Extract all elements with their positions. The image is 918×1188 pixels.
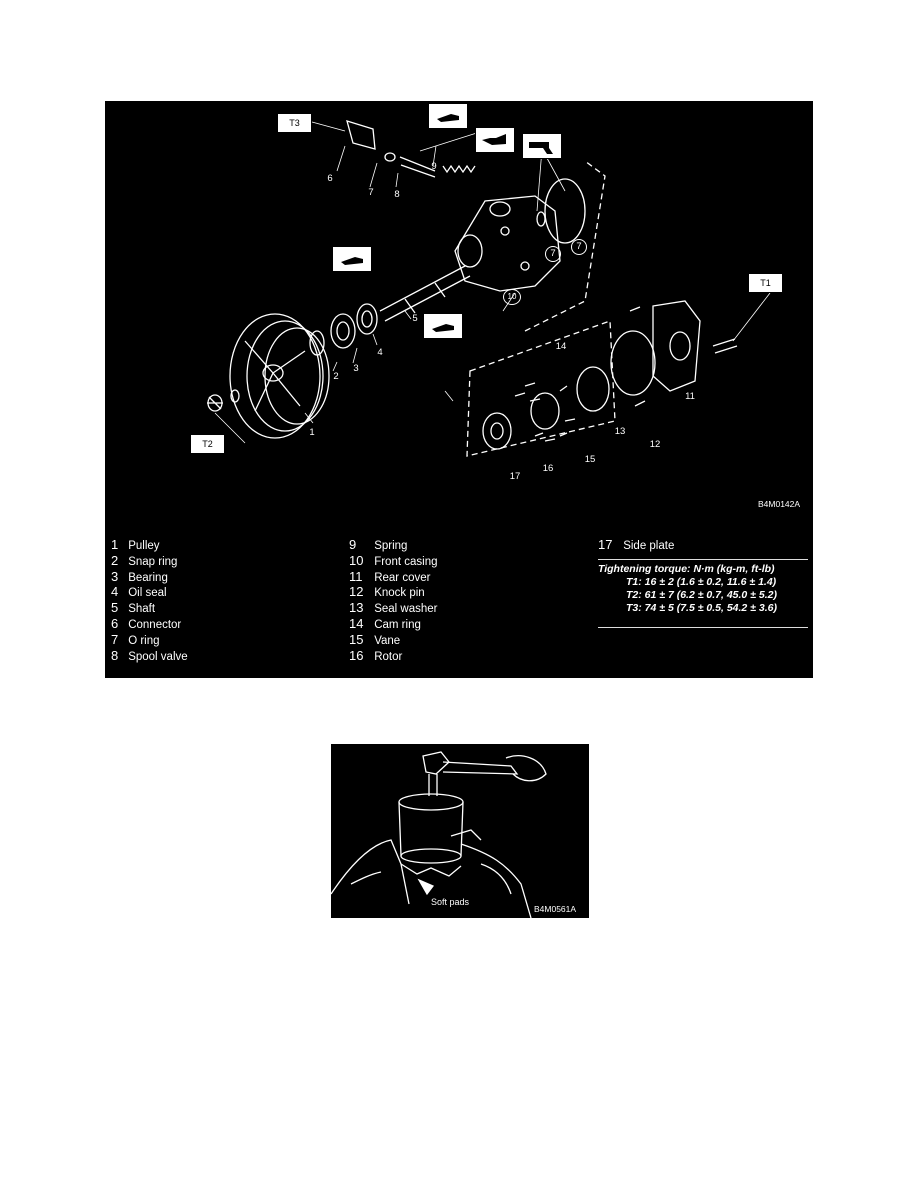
legend-item: 9 Spring (349, 537, 408, 552)
callout-13: 13 (614, 426, 626, 437)
torque-t3: T3: 74 ± 5 (7.5 ± 0.5, 54.2 ± 3.6) (626, 602, 777, 614)
callout-6: 6 (327, 173, 333, 184)
rotor-shape (530, 392, 560, 430)
legend-item: 12 Knock pin (349, 584, 425, 600)
legend-column-2: 9 Spring 10 Front casing 11 Rear cover 1… (349, 537, 438, 664)
callout-15: 15 (584, 454, 596, 465)
legend-item: 3 Bearing (111, 568, 168, 584)
grease-icon-3 (423, 313, 463, 339)
ratchet-head-shape (422, 751, 450, 775)
legend-item: 17 Side plate (598, 537, 675, 552)
ratchet-handle-shape (442, 761, 519, 775)
removal-drawing (331, 751, 547, 918)
legend-item: 1 Pulley (111, 537, 160, 552)
legend-item: 4 Oil seal (111, 584, 167, 600)
callout-10: 10 (503, 289, 521, 305)
t1-box-label: T1 (748, 273, 783, 293)
legend-item: 8 Spool valve (111, 647, 188, 663)
callout-7b: 7 (545, 246, 561, 262)
callout-2: 2 (333, 371, 339, 382)
side-plate-shape (482, 412, 512, 450)
divider (598, 559, 808, 560)
figure-code: B4M0142A (758, 499, 801, 509)
callout-7: 7 (368, 187, 374, 198)
reservoir-shape (398, 801, 464, 857)
callout-17: 17 (509, 471, 521, 482)
legend-item: 2 Snap ring (111, 552, 178, 568)
legend-item: 14 Cam ring (349, 615, 421, 631)
torque-specs: Tightening torque: N·m (kg-m, ft-lb) T1:… (598, 563, 808, 615)
connector-shape (346, 120, 376, 150)
grease-icon (428, 103, 468, 129)
torque-t2: T2: 61 ± 7 (6.2 ± 0.7, 45.0 ± 5.2) (626, 589, 777, 601)
spring-shape (442, 164, 476, 174)
legend-item: 16 Rotor (349, 647, 403, 663)
bearing-shape (330, 313, 356, 349)
legend-column-1: 1 Pulley 2 Snap ring 3 Bearing 4 Oil sea… (111, 537, 188, 664)
legend-item: 15 Vane (349, 631, 401, 647)
removal-figure: Soft pads B4M0561A (331, 744, 589, 918)
callout-11: 11 (685, 391, 695, 402)
snap-ring-shape (309, 330, 325, 356)
callout-1: 1 (309, 427, 315, 438)
seal-washer-shape (610, 330, 656, 396)
torque-heading: Tightening torque: N·m (kg-m, ft-lb) (598, 563, 775, 575)
figure2-code: B4M0561A (534, 904, 577, 914)
callout-3: 3 (353, 363, 359, 374)
legend-column-3: 17 Side plate (598, 537, 675, 554)
callout-14: 14 (555, 341, 567, 352)
fluid-can-icon (475, 127, 515, 153)
legend-item: 5 Shaft (111, 600, 156, 616)
callout-9: 9 (431, 161, 437, 172)
spool-valve-shape (399, 156, 436, 178)
legend-item: 7 O ring (111, 631, 160, 647)
divider (598, 627, 808, 628)
fluid-can-icon-2 (522, 133, 562, 159)
callout-4: 4 (377, 347, 383, 358)
soft-pads-label: Soft pads (431, 897, 470, 907)
t2-box-label: T2 (190, 434, 225, 454)
pulley-shape (229, 313, 321, 439)
legend-item: 13 Seal washer (349, 600, 438, 616)
callout-7c: 7 (571, 239, 587, 255)
o-ring-large (544, 178, 586, 244)
callout-8: 8 (394, 189, 400, 200)
legend-item: 10 Front casing (349, 552, 438, 568)
cloth-left-shape (331, 839, 410, 905)
t3-box-label: T3 (277, 113, 312, 133)
front-casing-shape (454, 195, 561, 292)
callout-5: 5 (412, 313, 418, 324)
rear-cover-shape (652, 300, 701, 392)
hand-shape (505, 755, 547, 782)
shaft-shape (379, 265, 471, 322)
exploded-view-drawing (207, 120, 771, 457)
cam-ring-shape (576, 366, 610, 412)
cloth-right-shape (460, 843, 532, 918)
callout-12: 12 (649, 439, 661, 450)
legend-item: 11 Rear cover (349, 568, 431, 584)
grease-icon-2 (332, 246, 372, 272)
callout-16: 16 (542, 463, 554, 474)
exploded-view-figure: T3 T2 T1 1 2 3 4 5 6 7 7 7 8 9 10 11 12 … (105, 101, 813, 678)
oil-seal-shape (356, 303, 378, 335)
torque-t1: T1: 16 ± 2 (1.6 ± 0.2, 11.6 ± 1.4) (626, 576, 777, 588)
legend-item: 6 Connector (111, 615, 182, 631)
